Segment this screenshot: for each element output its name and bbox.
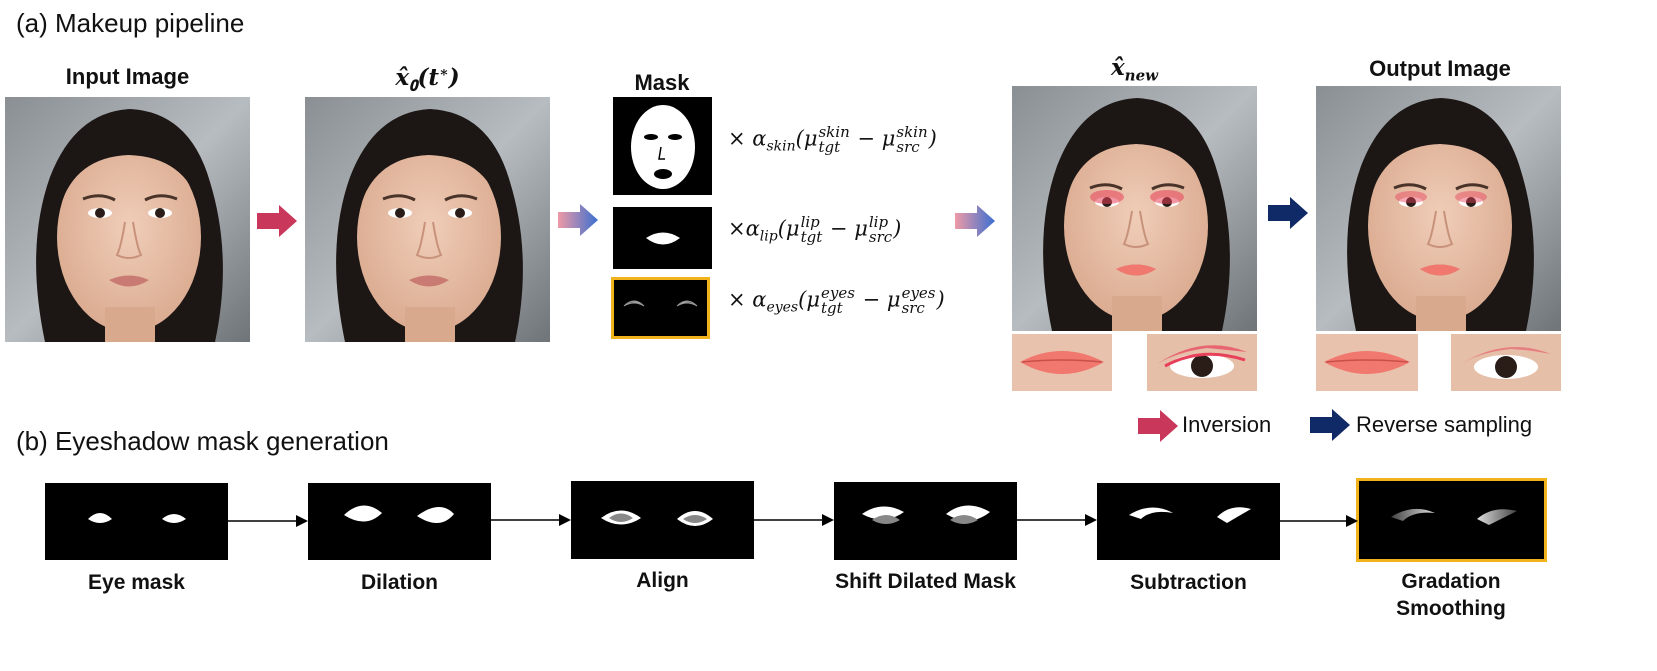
eye-mask-step-image <box>45 483 228 560</box>
legend-inversion-arrow <box>1138 410 1178 442</box>
legend-reverse-arrow <box>1310 409 1350 441</box>
step-label-shift: Shift Dilated Mask <box>835 570 1016 593</box>
input-image-title: Input Image <box>65 64 190 89</box>
step-arrow-2 <box>491 514 571 526</box>
lip-mask-image <box>613 207 712 269</box>
gradient-arrow-2 <box>955 205 995 237</box>
x0-title: 𝒙̂𝟎(𝒕∗) <box>395 64 460 95</box>
subtraction-step-image <box>1097 483 1280 560</box>
step-label-align: Align <box>636 569 689 592</box>
step-label-dilation: Dilation <box>361 571 438 594</box>
step-arrow-1 <box>228 515 308 527</box>
align-step-image <box>571 481 754 559</box>
inversion-arrow <box>257 205 297 237</box>
gradation-step-image <box>1356 478 1547 562</box>
step-arrow-4 <box>1017 514 1097 526</box>
output-lip-crop <box>1316 334 1418 391</box>
section-a-title: (a) Makeup pipeline <box>16 8 245 38</box>
output-face-image <box>1316 86 1561 331</box>
skin-mask-image <box>613 97 712 195</box>
input-face-image <box>5 97 250 342</box>
xnew-face-image <box>1012 86 1257 331</box>
section-b-title: (b) Eyeshadow mask generation <box>16 426 389 456</box>
step-label-eye-mask: Eye mask <box>88 571 185 594</box>
legend-reverse-label: Reverse sampling <box>1356 412 1533 437</box>
shift-dilated-step-image <box>834 482 1017 560</box>
xnew-eye-crop <box>1147 334 1257 391</box>
reverse-sampling-arrow <box>1268 197 1308 229</box>
mask-title: Mask <box>634 70 690 95</box>
eyes-mask-image <box>611 277 710 339</box>
xnew-lip-crop <box>1012 334 1112 391</box>
gradient-arrow <box>558 204 598 236</box>
x0-face-image <box>305 97 550 342</box>
output-image-title: Output Image <box>1369 56 1511 81</box>
xnew-title: 𝒙̂𝒏𝒆𝒘 <box>1110 54 1159 85</box>
dilation-step-image <box>308 483 491 560</box>
output-eye-crop <box>1451 334 1561 391</box>
step-arrow-5 <box>1280 515 1358 527</box>
step-arrow-3 <box>754 514 834 526</box>
step-label-subtraction: Subtraction <box>1130 571 1247 594</box>
legend-inversion-label: Inversion <box>1182 412 1272 437</box>
step-label-gradation: Gradation Smoothing <box>1396 570 1506 620</box>
